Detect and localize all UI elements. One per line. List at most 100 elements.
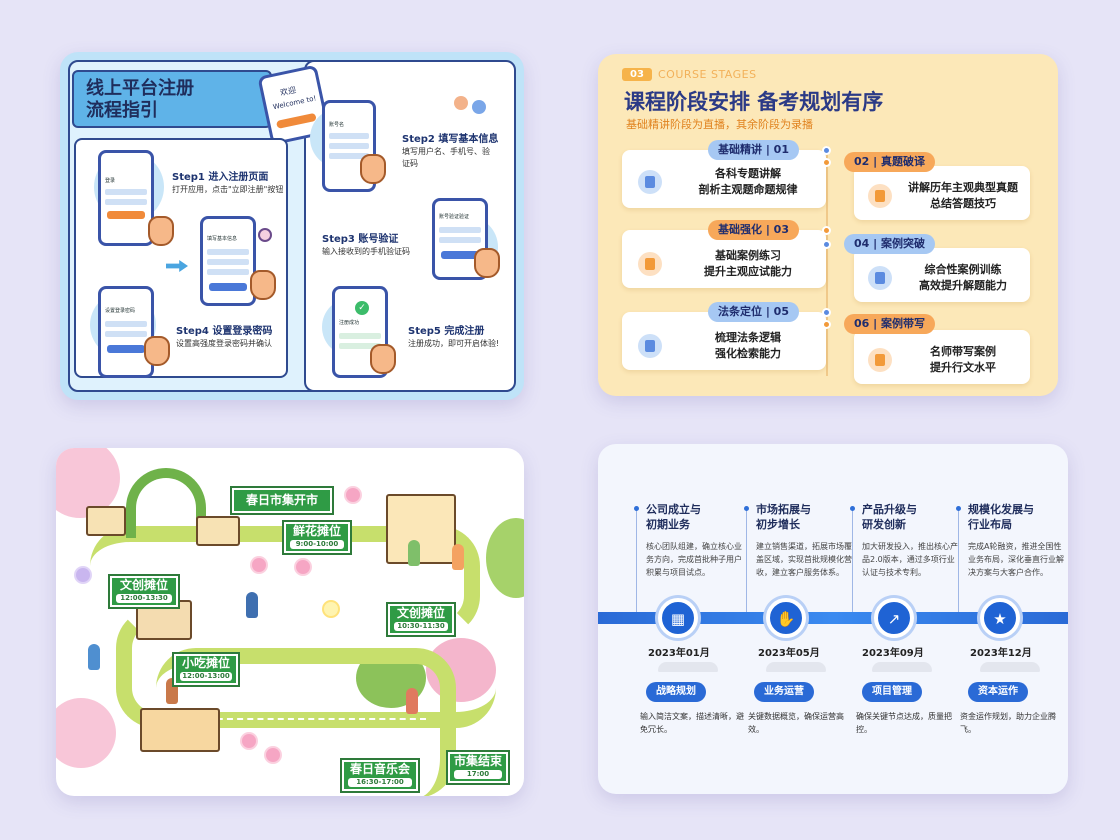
cloud-decor (980, 662, 1040, 672)
flower-arch (126, 468, 206, 538)
flower-icon (324, 602, 338, 616)
registration-title-line1: 线上平台注册 (86, 78, 194, 99)
stage-text-line: 综合性案例训练 (924, 263, 1002, 276)
stage-tag-01: 基础精讲 | 01 (708, 140, 799, 160)
phone-field (439, 227, 481, 233)
search-document-icon (868, 184, 892, 208)
stage-text-line: 基础案例练习 (715, 249, 781, 262)
category-pill: 业务运营 (754, 682, 814, 702)
milestone-description: 加大研发投入，推出核心产品2.0版本，通过多项行业认证与技术专利。 (862, 542, 958, 577)
stage-tag-05: 法条定位 | 05 (708, 302, 799, 322)
stage-text-line: 提升行文水平 (930, 361, 996, 374)
stall (196, 516, 240, 546)
phone-next-button (209, 283, 247, 291)
sign-time: 16:30-17:00 (348, 778, 412, 787)
stage-text-04: 综合性案例训练 高效提升解题能力 (896, 262, 1030, 294)
category-pill: 资本运作 (968, 682, 1028, 702)
phone-step1: 登录 (98, 150, 154, 246)
stage-text-02: 讲解历年主观典型真题 总结答题技巧 (896, 180, 1030, 212)
step1-desc: 打开应用，点击"立即注册"按钮 (172, 185, 284, 194)
building-icon: ▦ (658, 598, 698, 638)
willow-tree (486, 518, 524, 598)
timeline-guide (636, 508, 637, 612)
sign-market-open: 春日市集开市 (232, 488, 332, 513)
stage-text-05: 梳理法条逻辑 强化检索能力 (678, 330, 818, 362)
phone-field (339, 333, 381, 339)
stage-tag-04: 04 | 案例突破 (844, 234, 935, 254)
milestone-date: 2023年05月 (758, 648, 820, 659)
cloud-decor (872, 662, 932, 672)
milestone-heading-line: 行业布局 (968, 518, 1012, 531)
course-subtitle: 基础精讲阶段为直播，其余阶段为录播 (626, 118, 813, 131)
timeline-guide-dot (850, 506, 855, 511)
person (452, 544, 464, 570)
person (246, 592, 258, 618)
milestone-heading-line: 规模化发展与 (968, 503, 1034, 516)
stage-text-line: 剖析主观题命题规律 (698, 183, 798, 196)
milestone-description: 核心团队组建，确立核心业务方向，完成首批种子用户积累与项目试点。 (646, 542, 742, 577)
stage-tag-06: 06 | 案例带写 (844, 314, 935, 334)
timeline-column-2: 市场拓展与 初步增长 建立销售渠道，拓展市场覆盖区域，实现首批规模化营收，建立客… (756, 502, 856, 579)
stage-text-line: 总结答题技巧 (930, 197, 996, 210)
phone-field (329, 133, 369, 139)
category-description: 确保关键节点达成，质量把控。 (856, 712, 952, 734)
sign-time: 10:30-11:30 (394, 622, 448, 631)
timeline-guide-dot (744, 506, 749, 511)
registration-title-box (72, 70, 272, 128)
sign-market-close: 市集结束 17:00 (448, 752, 508, 783)
pointing-hand-icon (360, 154, 386, 184)
stage-text-line: 提升主观应试能力 (704, 265, 792, 278)
phone-field (105, 199, 147, 205)
phone-label: 账号名 (329, 122, 345, 128)
registration-guide-card: 线上平台注册 流程指引 欢迎 Welcome to! 登录 Step1 进入注册… (60, 52, 524, 400)
step3-title: Step3 账号验证 (322, 234, 399, 245)
sign-time: 9:00-10:00 (290, 540, 344, 549)
people-icon (454, 96, 490, 114)
phone-confirm-button (107, 345, 145, 353)
phone-register-button (107, 211, 145, 219)
phone-step4: 设置登录密码 (98, 286, 154, 378)
stage-text-03: 基础案例练习 提升主观应试能力 (678, 248, 818, 280)
sign-snack-stall: 小吃摊位 12:00-13:00 (174, 654, 238, 685)
phone-field (329, 153, 369, 159)
sign-craft-stall-1: 文创摊位 12:00-13:30 (110, 576, 178, 607)
timeline-dot (822, 146, 831, 155)
timeline-column-1: 公司成立与 初期业务 核心团队组建，确立核心业务方向，完成首批种子用户积累与项目… (646, 502, 746, 579)
phone-field (105, 189, 147, 195)
sign-flower-stall: 鲜花摊位 9:00-10:00 (284, 522, 350, 553)
phone-field (105, 321, 147, 327)
phone-field (439, 237, 481, 243)
phone-field (329, 143, 369, 149)
stall (86, 506, 126, 536)
stage-text-06: 名师带写案例 提升行文水平 (896, 344, 1030, 376)
timeline-connector (826, 146, 828, 376)
step5-title: Step5 完成注册 (408, 326, 485, 337)
cloud-decor (766, 662, 826, 672)
phone-label: 填写基本信息 (207, 236, 238, 242)
milestone-description: 完成A轮融资，推进全国性业务布局，深化垂直行业解决方案与大客户合作。 (968, 542, 1064, 577)
snack-stall (140, 708, 220, 752)
timeline-dot (822, 226, 831, 235)
flower-icon (76, 568, 90, 582)
growth-chart-icon: ↗ (874, 598, 914, 638)
milestone-heading: 规模化发展与 行业布局 (968, 502, 1068, 532)
phone-label: 设置登录密码 (105, 308, 136, 314)
milestone-date: 2023年09月 (862, 648, 924, 659)
timeline-guide-dot (634, 506, 639, 511)
registration-title-line2: 流程指引 (86, 100, 158, 121)
phone-field (207, 249, 249, 255)
category-description: 资金运作规划，助力企业腾飞。 (960, 712, 1056, 734)
person (88, 644, 100, 670)
timeline-dot (822, 308, 831, 317)
timeline-column-3: 产品升级与 研发创新 加大研发投入，推出核心产品2.0版本，通过多项行业认证与技… (862, 502, 962, 579)
thumbs-up-icon (370, 344, 396, 374)
company-timeline-card: 公司成立与 初期业务 核心团队组建，确立核心业务方向，完成首批种子用户积累与项目… (598, 444, 1068, 794)
stage-text-line: 讲解历年主观典型真题 (908, 181, 1018, 194)
flower-icon (346, 488, 360, 502)
phone-label: 登录 (105, 178, 116, 184)
step5-desc: 注册成功，即可开启体验! (408, 339, 500, 348)
node-glyph: ▦ (670, 610, 686, 628)
stage-text-line: 高效提升解题能力 (919, 279, 1007, 292)
sign-craft-stall-2: 文创摊位 10:30-11:30 (388, 604, 454, 635)
timeline-dot (822, 320, 831, 329)
